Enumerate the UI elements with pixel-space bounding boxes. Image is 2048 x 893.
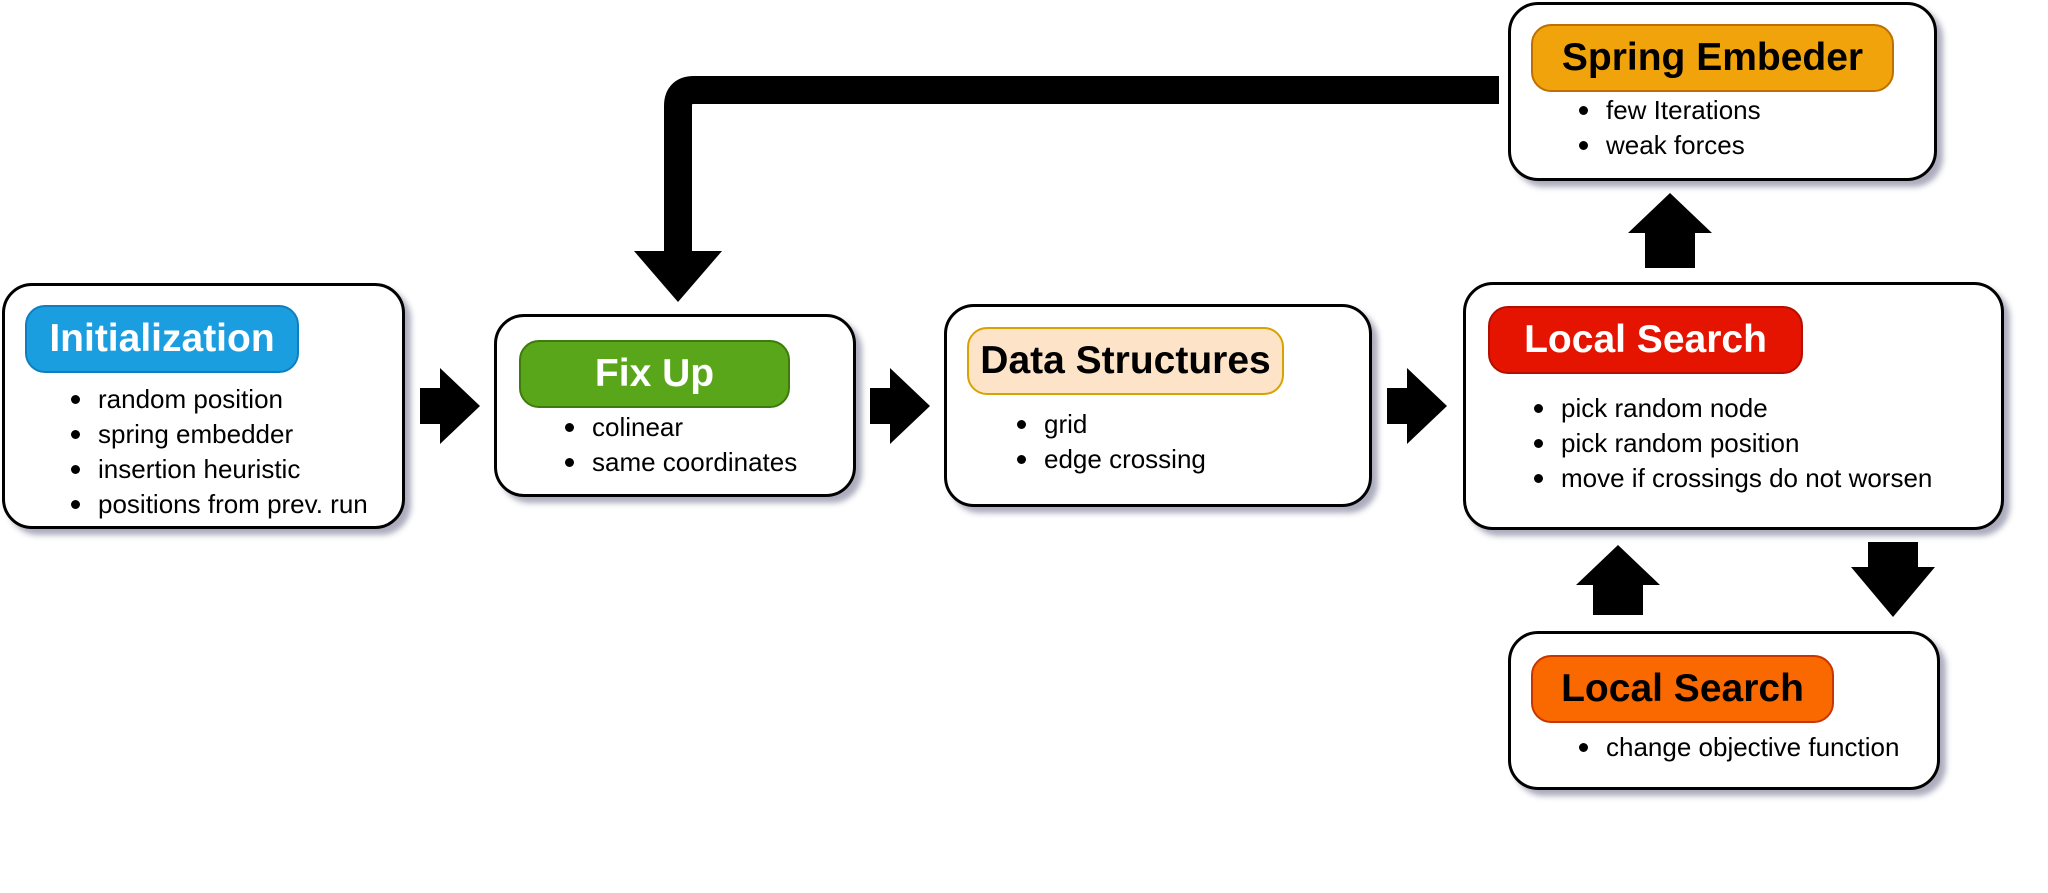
- spring-embeder-list: few Iterations weak forces: [1579, 93, 1761, 163]
- feedback-loop-line: [664, 76, 1499, 255]
- fix-up-list: colinear same coordinates: [565, 410, 797, 480]
- local-search-main-list: pick random node pick random position mo…: [1534, 391, 1932, 496]
- arrow-init-to-fixup: [420, 368, 480, 444]
- list-item: same coordinates: [565, 445, 797, 480]
- data-structures-title: Data Structures: [967, 327, 1284, 395]
- list-item: colinear: [565, 410, 797, 445]
- data-structures-box: Data Structures grid edge crossing: [944, 304, 1372, 507]
- local-search-alt-title: Local Search: [1531, 655, 1834, 723]
- fix-up-title: Fix Up: [519, 340, 790, 408]
- list-item: few Iterations: [1579, 93, 1761, 128]
- spring-embeder-box: Spring Embeder few Iterations weak force…: [1508, 2, 1937, 181]
- list-item: spring embedder: [71, 417, 368, 452]
- list-item: positions from prev. run: [71, 487, 368, 522]
- initialization-box: Initialization random position spring em…: [2, 283, 405, 529]
- arrow-fixup-to-datastructures: [870, 368, 930, 444]
- list-item: weak forces: [1579, 128, 1761, 163]
- fix-up-box: Fix Up colinear same coordinates: [494, 314, 856, 497]
- local-search-main-box: Local Search pick random node pick rando…: [1463, 282, 2004, 530]
- list-item: grid: [1017, 407, 1206, 442]
- list-item: pick random position: [1534, 426, 1932, 461]
- arrow-localsearch-to-localsearchalt: [1851, 542, 1935, 617]
- initialization-title: Initialization: [25, 305, 299, 373]
- arrow-localsearchalt-to-localsearch: [1576, 545, 1660, 615]
- list-item: edge crossing: [1017, 442, 1206, 477]
- list-item: random position: [71, 382, 368, 417]
- list-item: change objective function: [1579, 730, 1899, 765]
- arrow-datastructures-to-localsearch: [1387, 368, 1447, 444]
- initialization-list: random position spring embedder insertio…: [71, 382, 368, 522]
- list-item: pick random node: [1534, 391, 1932, 426]
- local-search-alt-box: Local Search change objective function: [1508, 631, 1940, 790]
- local-search-alt-list: change objective function: [1579, 730, 1899, 765]
- local-search-main-title: Local Search: [1488, 306, 1803, 374]
- spring-embeder-title: Spring Embeder: [1531, 24, 1894, 92]
- list-item: move if crossings do not worsen: [1534, 461, 1932, 496]
- list-item: insertion heuristic: [71, 452, 368, 487]
- feedback-loop-arrowhead: [634, 251, 722, 302]
- data-structures-list: grid edge crossing: [1017, 407, 1206, 477]
- arrow-localsearch-to-springembeder: [1628, 193, 1712, 268]
